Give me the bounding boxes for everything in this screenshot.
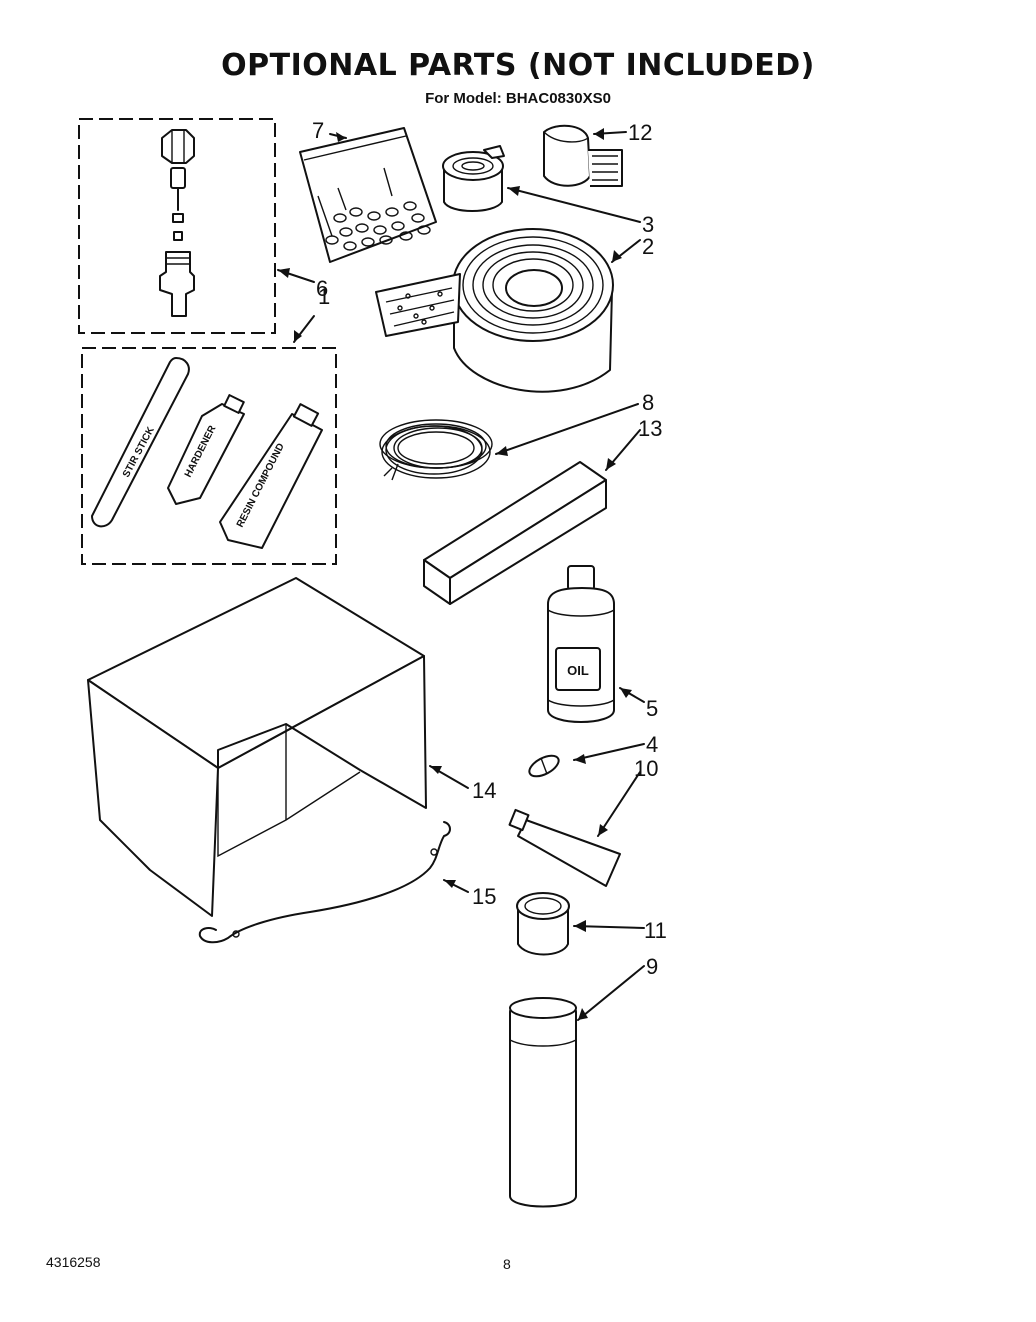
document-number: 4316258 — [46, 1254, 101, 1270]
callout-2: 2 — [642, 234, 654, 259]
cover-icon — [87, 577, 427, 917]
hardener-tube-icon: HARDENER — [167, 394, 245, 505]
callout-1: 1 — [318, 284, 330, 309]
callout-5: 5 — [646, 696, 658, 721]
tape-roll-icon — [375, 228, 614, 393]
kit-6-box — [78, 118, 276, 334]
callout-13: 13 — [638, 416, 662, 441]
model-subtitle: For Model: BHAC0830XS0 — [425, 90, 611, 107]
callout-7: 7 — [312, 118, 324, 143]
foam-tape-icon — [442, 145, 505, 212]
oil-bottle-icon: OIL — [547, 565, 615, 723]
callout-14: 14 — [472, 778, 496, 803]
callout-3: 3 — [642, 212, 654, 237]
callout-12: 12 — [628, 120, 652, 145]
callout-8: 8 — [642, 390, 654, 415]
callout-4: 4 — [646, 732, 658, 757]
arrowheads — [278, 128, 632, 1020]
page-title: OPTIONAL PARTS (NOT INCLUDED) — [221, 48, 815, 83]
callout-6: 6 — [316, 276, 328, 301]
oil-label: OIL — [567, 663, 589, 678]
spray-can-icon — [509, 997, 577, 1208]
kit-1-box — [81, 347, 337, 565]
page-number: 8 — [503, 1256, 511, 1272]
callout-10: 10 — [634, 756, 658, 781]
cord-icon — [198, 821, 451, 944]
foam-strip-icon — [543, 124, 623, 187]
callout-15: 15 — [472, 884, 496, 909]
valve-assembly-icon — [159, 129, 195, 317]
callout-9: 9 — [646, 954, 658, 979]
tube-icon — [508, 808, 621, 887]
wire-coil-icon — [379, 419, 493, 481]
callout-11: 11 — [644, 918, 667, 943]
foam-block-icon — [423, 461, 607, 605]
o-ring-bag-icon — [299, 127, 437, 263]
tape-small-icon — [516, 892, 570, 956]
capsule-icon — [528, 754, 560, 778]
